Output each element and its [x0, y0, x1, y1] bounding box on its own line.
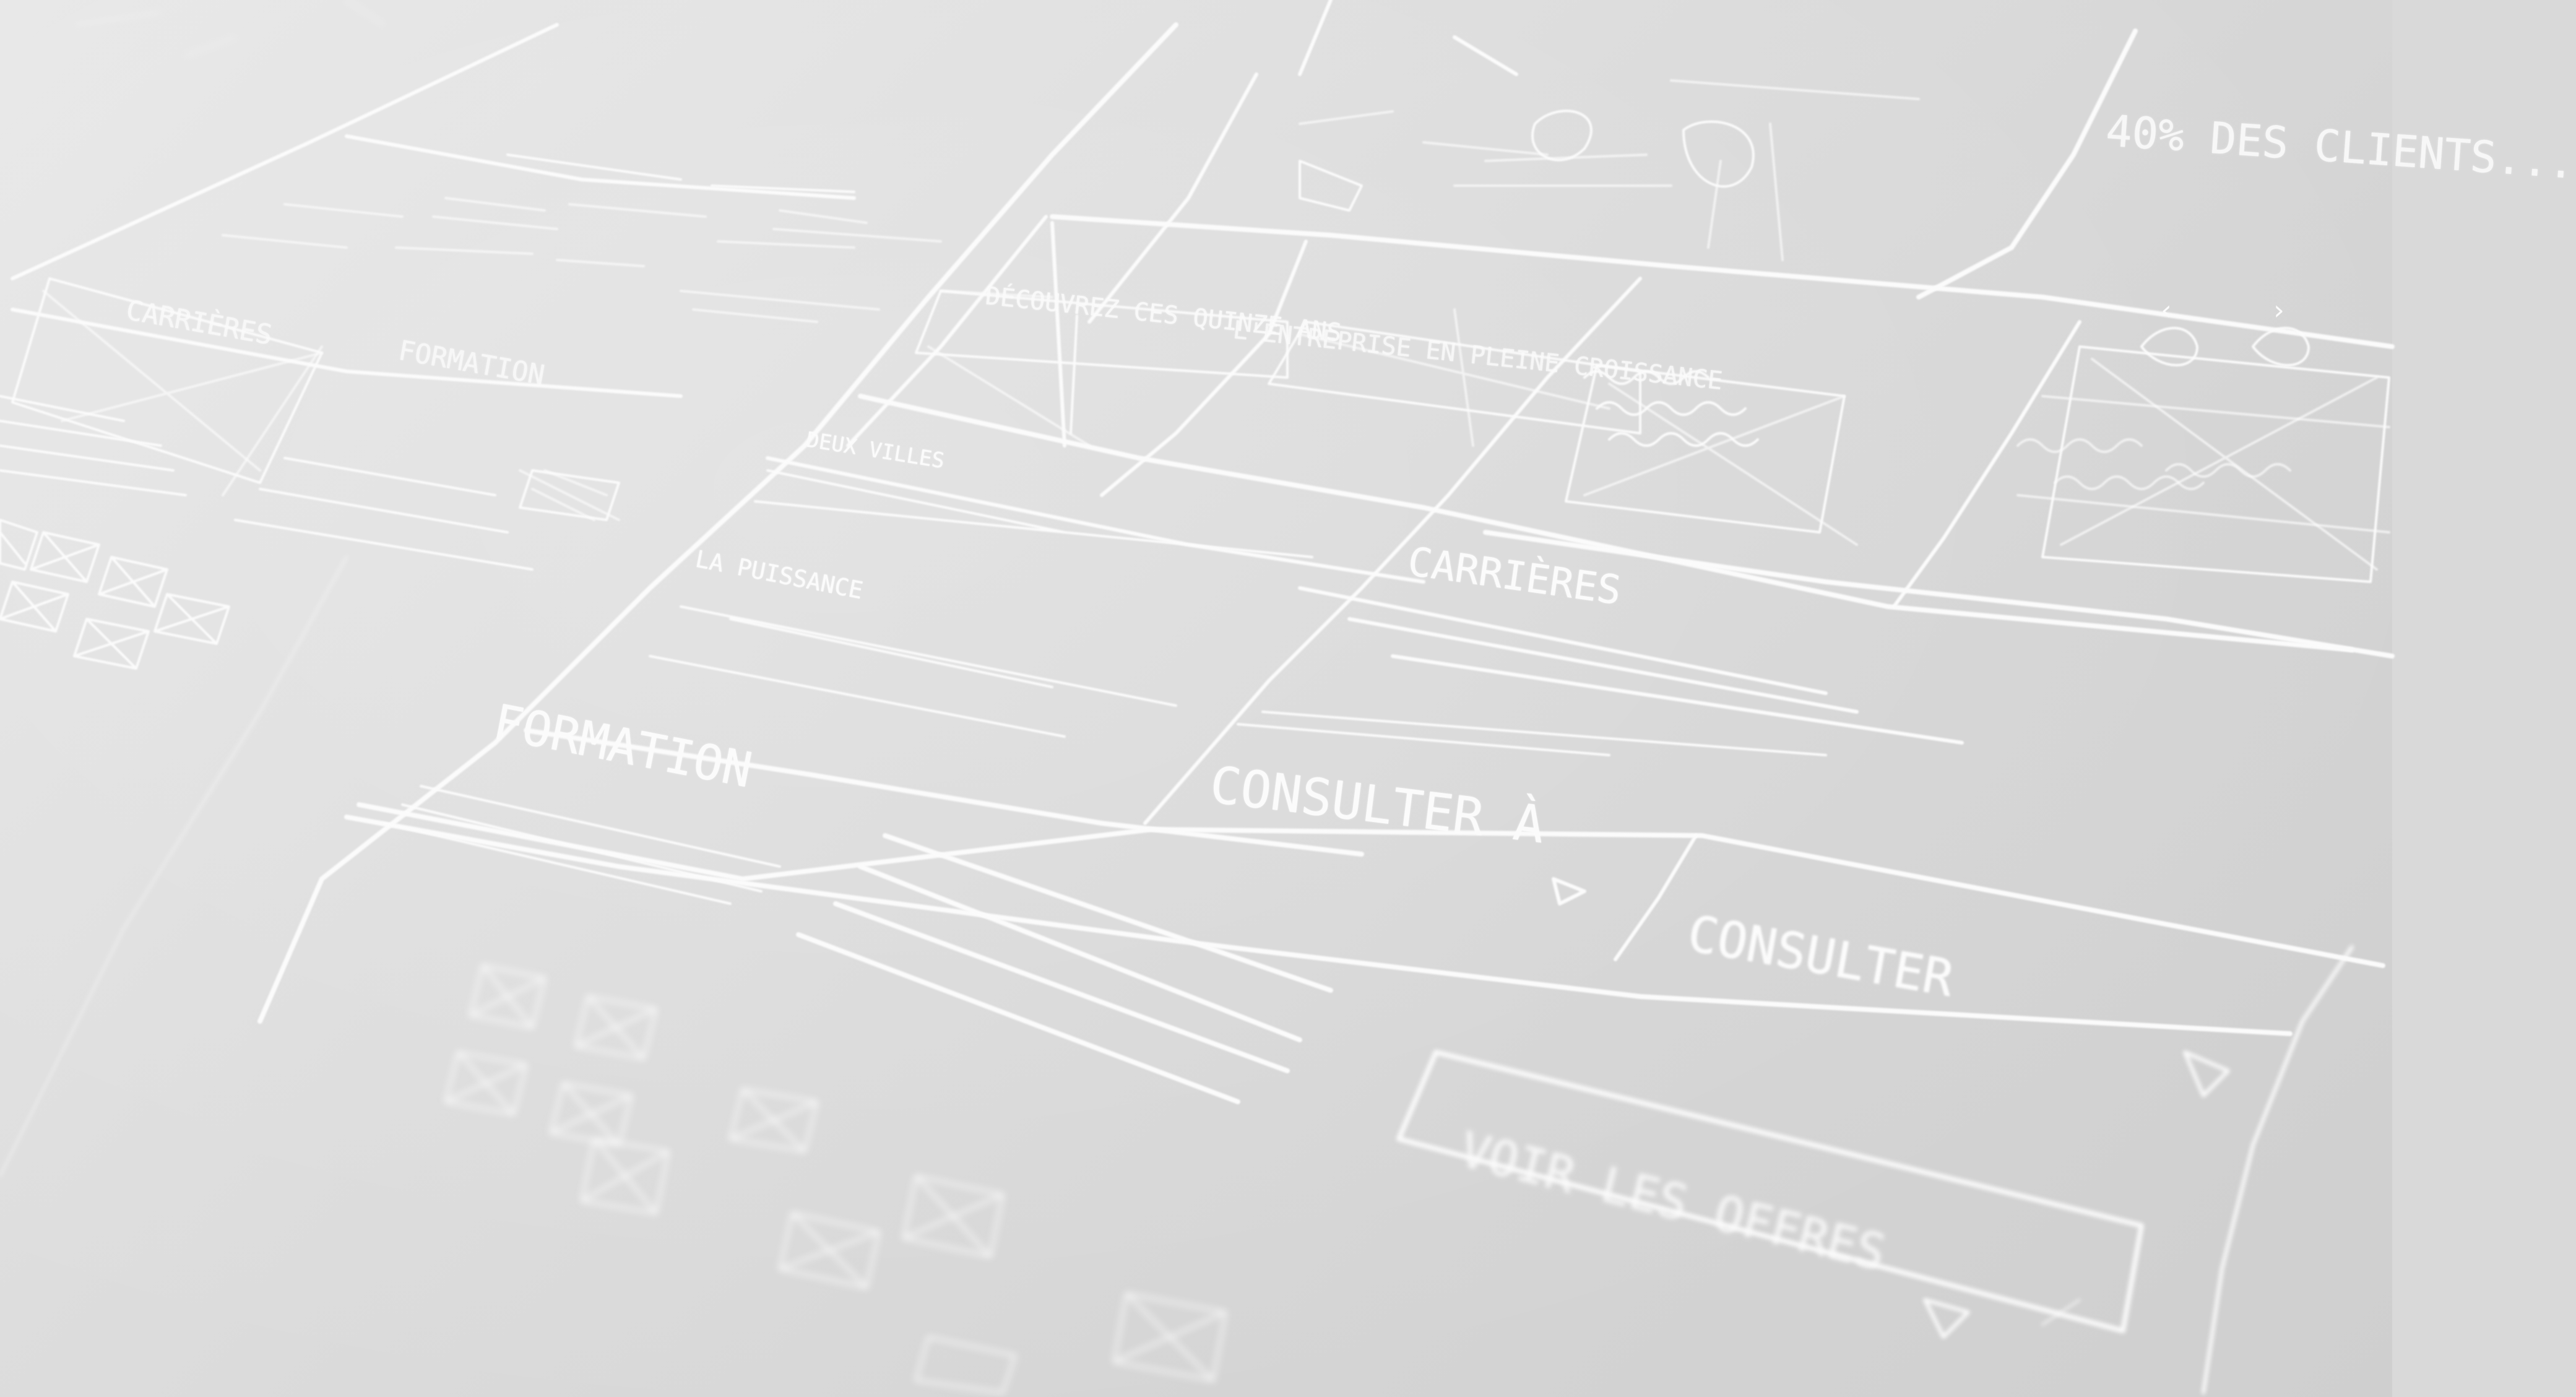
chevron-left-icon: ‹ — [2161, 295, 2172, 326]
sketch-lines — [0, 0, 2395, 1397]
play-triangle-icon — [2185, 1046, 2234, 1096]
chevron-right-icon: › — [2273, 295, 2284, 326]
